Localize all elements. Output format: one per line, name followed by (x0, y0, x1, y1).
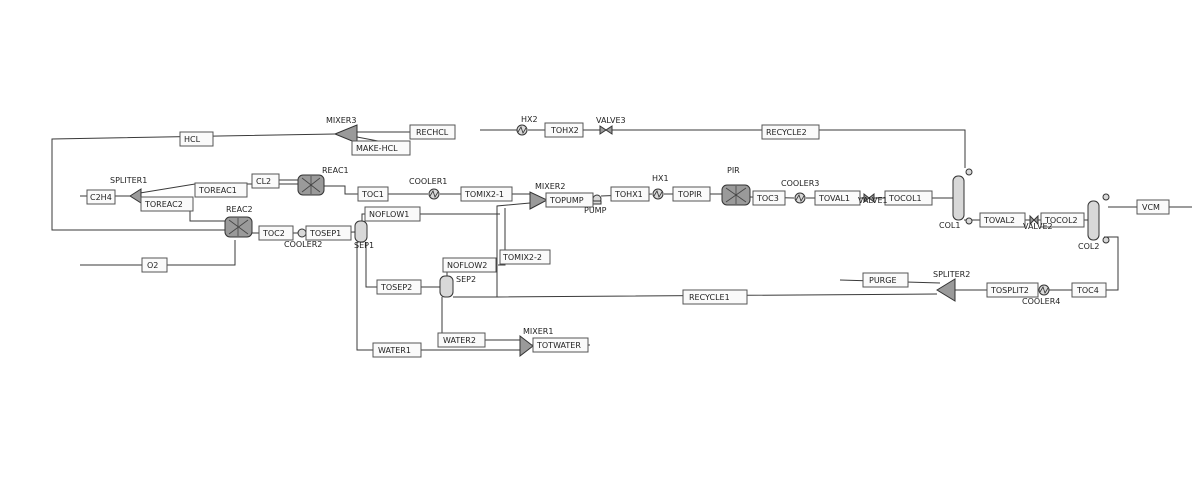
stream-recycle1[interactable]: RECYCLE1 (689, 293, 730, 302)
unit-cooler4-label: COOLER4 (1022, 297, 1060, 306)
stream-totwater[interactable]: TOTWATER (536, 341, 581, 350)
stream-toval1[interactable]: TOVAL1 (818, 194, 850, 203)
stream-noflow2[interactable]: NOFLOW2 (447, 261, 487, 270)
stream-o2[interactable]: O2 (147, 261, 158, 270)
unit-mixer1-label: MIXER1 (523, 327, 553, 336)
valve3-icon[interactable] (599, 125, 613, 135)
sep1-icon[interactable] (354, 220, 368, 243)
unit-sep1-label: SEP1 (354, 241, 374, 250)
stream-noflow1[interactable]: NOFLOW1 (369, 210, 409, 219)
stream-tohx1[interactable]: TOHX1 (614, 190, 643, 199)
stream-tohx2[interactable]: TOHX2 (550, 126, 579, 135)
col2-icon[interactable] (1087, 193, 1110, 244)
cooler4-icon[interactable] (1038, 284, 1050, 296)
unit-pump-label: PUMP (584, 206, 607, 215)
stream-topump[interactable]: TOPUMP (549, 196, 584, 205)
cooler2-icon[interactable] (297, 228, 307, 238)
stream-tosplit2[interactable]: TOSPLIT2 (990, 286, 1029, 295)
stream-toreac1[interactable]: TOREAC1 (198, 186, 237, 195)
stream-toc4[interactable]: TOC4 (1076, 286, 1099, 295)
unit-col2-label: COL2 (1078, 242, 1099, 251)
stream-lines (51, 129, 1192, 351)
stream-purge[interactable]: PURGE (869, 276, 897, 285)
stream-water2[interactable]: WATER2 (443, 336, 476, 345)
stream-c2h4[interactable]: C2H4 (90, 193, 112, 202)
unit-mixer3-label: MIXER3 (326, 116, 356, 125)
stream-cl2[interactable]: CL2 (256, 177, 271, 186)
unit-hx1-label: HX1 (652, 174, 669, 183)
unit-valve2-label: VALVE2 (1023, 222, 1053, 231)
cooler3-icon[interactable] (794, 192, 806, 204)
equipment (129, 124, 1110, 358)
spliter2-icon[interactable] (936, 278, 956, 302)
pump-icon[interactable] (592, 194, 602, 205)
unit-cooler3-label: COOLER3 (781, 179, 819, 188)
stream-tosep2[interactable]: TOSEP2 (380, 283, 412, 292)
unit-valve1-label: VALVE1 (858, 196, 888, 205)
spliter1-icon[interactable] (129, 188, 142, 204)
stream-tocol2[interactable]: TOCOL2 (1044, 216, 1078, 225)
stream-labels: HCL RECHCL MAKE-HCL TOHX2 RECYCLE2 C2H4 … (86, 122, 1170, 358)
stream-toc2[interactable]: TOC2 (262, 229, 285, 238)
stream-tomix2-2[interactable]: TOMIX2-2 (502, 253, 542, 262)
unit-spliter1-label: SPLITER1 (110, 176, 147, 185)
unit-pir-label: PIR (727, 166, 740, 175)
cooler1-icon[interactable] (428, 188, 440, 200)
unit-mixer2-label: MIXER2 (535, 182, 565, 191)
col1-icon[interactable] (952, 168, 973, 225)
mixer3-icon[interactable] (333, 124, 358, 144)
stream-hcl[interactable]: HCL (184, 135, 201, 144)
stream-tocol1[interactable]: TOCOL1 (888, 194, 922, 203)
stream-tomix2-1[interactable]: TOMIX2-1 (464, 190, 504, 199)
unit-labels: MIXER3 HX2 VALVE3 SPLITER1 REAC1 REAC2 C… (110, 115, 1099, 336)
sep2-icon[interactable] (439, 275, 454, 298)
stream-toval2[interactable]: TOVAL2 (983, 216, 1015, 225)
hx1-icon[interactable] (652, 188, 664, 200)
stream-toreac2[interactable]: TOREAC2 (144, 200, 183, 209)
stream-tosep1[interactable]: TOSEP1 (309, 229, 341, 238)
stream-vcm[interactable]: VCM (1142, 203, 1160, 212)
unit-reac1-label: REAC1 (322, 166, 349, 175)
valve2-icon[interactable] (1029, 214, 1039, 226)
stream-rechcl[interactable]: RECHCL (416, 128, 449, 137)
unit-spliter2-label: SPLITER2 (933, 270, 970, 279)
stream-water1[interactable]: WATER1 (378, 346, 411, 355)
unit-hx2-label: HX2 (521, 115, 538, 124)
unit-valve3-label: VALVE3 (596, 116, 626, 125)
unit-reac2-label: REAC2 (226, 205, 253, 214)
pir-icon[interactable] (721, 184, 751, 206)
stream-topir[interactable]: TOPIR (677, 190, 702, 199)
mixer1-icon[interactable] (519, 334, 534, 358)
stream-toc3[interactable]: TOC3 (756, 194, 779, 203)
hx2-icon[interactable] (516, 124, 528, 136)
stream-recycle2[interactable]: RECYCLE2 (766, 128, 807, 137)
reac1-icon[interactable] (297, 174, 325, 196)
reac2-icon[interactable] (224, 216, 253, 238)
valve1-icon[interactable] (863, 192, 875, 204)
unit-cooler2-label: COOLER2 (284, 240, 322, 249)
unit-sep2-label: SEP2 (456, 275, 476, 284)
stream-toc1[interactable]: TOC1 (361, 190, 384, 199)
mixer2-icon[interactable] (529, 191, 549, 210)
unit-col1-label: COL1 (939, 221, 960, 230)
stream-make-hcl[interactable]: MAKE-HCL (356, 144, 398, 153)
unit-cooler1-label: COOLER1 (409, 177, 447, 186)
